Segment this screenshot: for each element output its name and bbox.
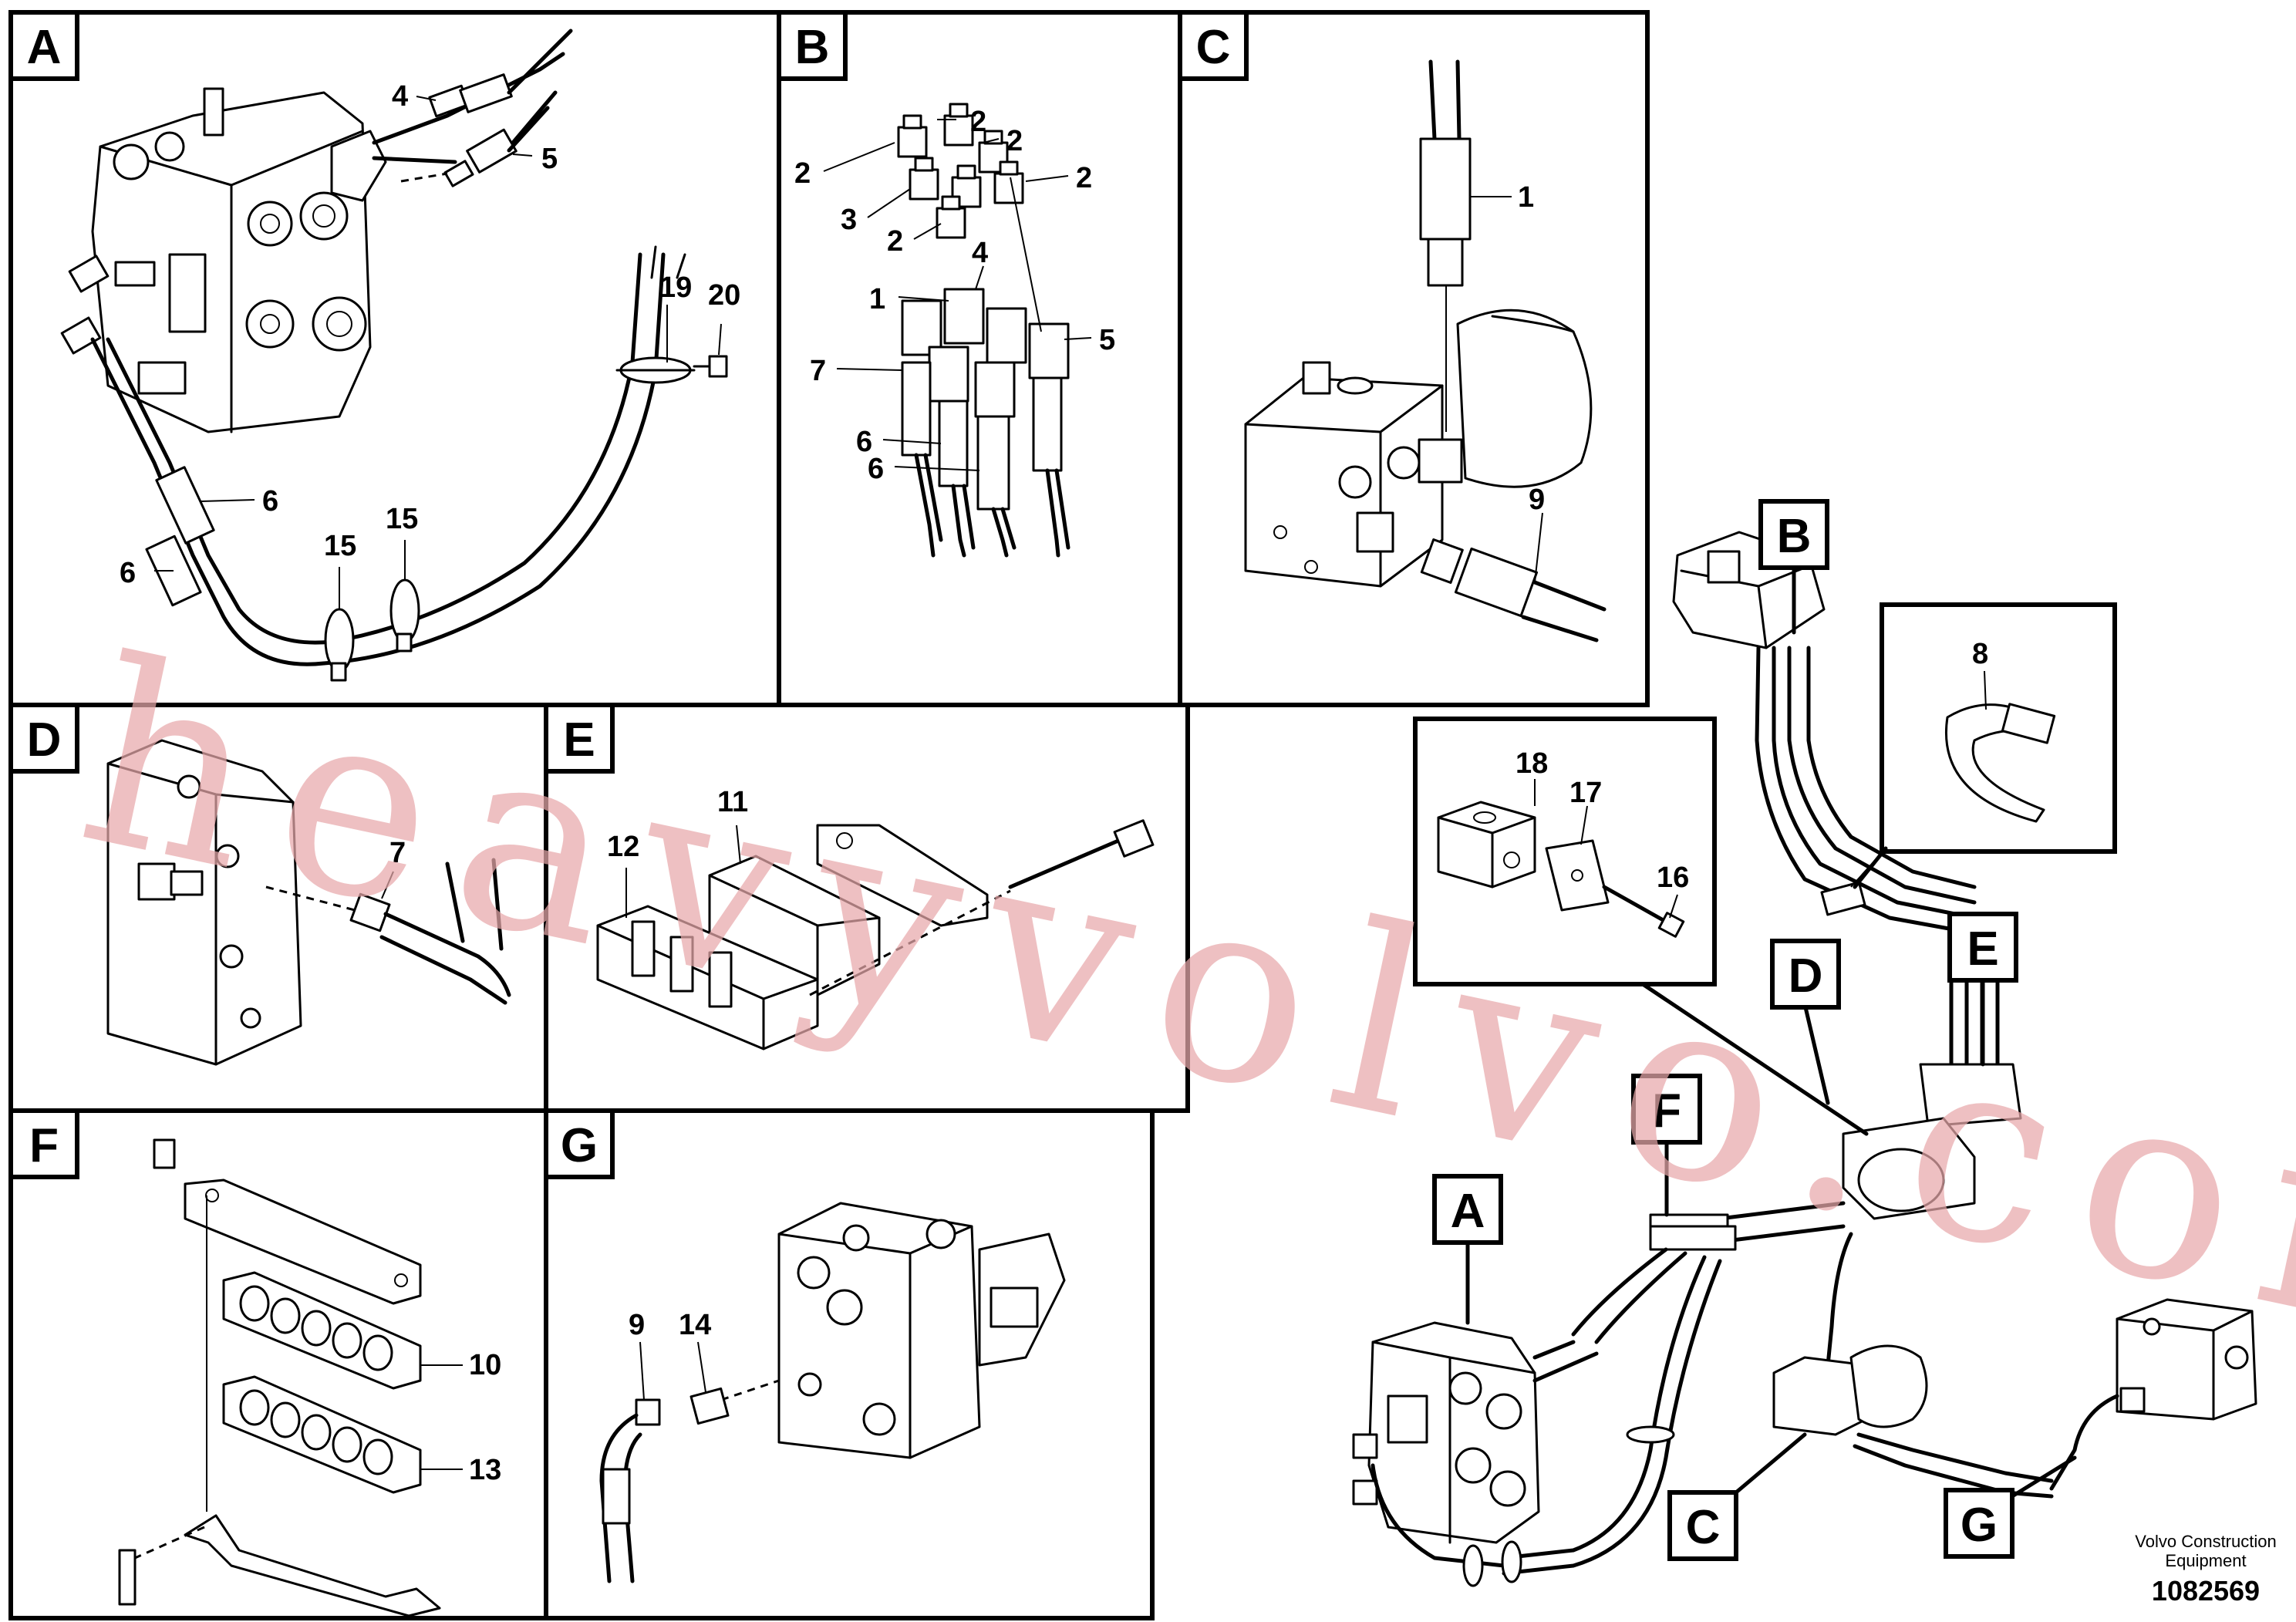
svg-text:F: F (29, 1119, 59, 1172)
svg-text:B: B (795, 21, 830, 74)
svg-text:15: 15 (386, 503, 418, 535)
svg-text:A: A (27, 21, 62, 74)
panel-label-d: D (8, 703, 79, 774)
overview-label-b: B (1758, 499, 1829, 635)
svg-text:G: G (561, 1119, 598, 1172)
svg-text:16: 16 (1657, 862, 1689, 894)
panel-label-c: C (1178, 10, 1249, 81)
svg-text:5: 5 (541, 143, 558, 175)
inset-strap-callouts: 8 (1972, 638, 1988, 670)
panel-e-drawing (596, 819, 1155, 1050)
panel-label-b: B (777, 10, 848, 81)
svg-text:2: 2 (970, 106, 986, 138)
svg-text:6: 6 (262, 485, 278, 518)
panel-c-callouts: 1 9 (1518, 181, 1545, 516)
svg-text:18: 18 (1515, 747, 1548, 780)
svg-text:2: 2 (1076, 162, 1092, 194)
panel-d-drawing (106, 739, 511, 1066)
svg-text:14: 14 (679, 1309, 711, 1341)
svg-text:2: 2 (794, 157, 811, 190)
panel-label-g: G (544, 1108, 615, 1179)
panel-b-frame (777, 10, 1182, 707)
overview-label-a: A (1432, 1174, 1503, 1325)
overview-label-c: C (1667, 1432, 1807, 1561)
svg-text:6: 6 (868, 453, 884, 485)
svg-text:4: 4 (392, 80, 408, 113)
svg-text:6: 6 (120, 557, 136, 589)
svg-text:E: E (1967, 922, 1998, 976)
svg-text:17: 17 (1569, 777, 1602, 809)
inset-strap-drawing (1945, 670, 2056, 823)
company-name-line1: Volvo Construction (2135, 1532, 2276, 1551)
svg-text:B: B (1777, 510, 1812, 563)
svg-text:5: 5 (1099, 324, 1115, 356)
svg-text:9: 9 (1529, 484, 1545, 516)
panel-label-e: E (544, 703, 615, 774)
svg-text:12: 12 (607, 831, 639, 863)
panel-g-callouts: 9 14 (629, 1309, 711, 1341)
panel-label-a: A (8, 10, 79, 81)
panel-b-drawing (823, 103, 1092, 558)
svg-text:11: 11 (717, 786, 748, 818)
inset-strap-leader (1853, 846, 1888, 889)
svg-text:D: D (27, 713, 62, 767)
svg-text:G: G (1961, 1499, 1998, 1552)
panel-a-callouts: 4 5 19 20 6 6 15 15 (120, 80, 740, 589)
panel-f-frame (8, 1108, 548, 1620)
svg-text:8: 8 (1972, 638, 1988, 670)
inset-block-callouts: 18 17 16 (1515, 747, 1689, 894)
panel-a-drawing (60, 29, 728, 682)
panel-g-drawing (599, 1202, 1066, 1583)
svg-text:D: D (1789, 949, 1823, 1003)
svg-text:9: 9 (629, 1309, 645, 1341)
svg-text:1: 1 (869, 283, 885, 315)
svg-text:C: C (1196, 21, 1231, 74)
svg-text:6: 6 (856, 426, 872, 458)
svg-text:1: 1 (1518, 181, 1534, 214)
panel-label-f: F (8, 1108, 79, 1179)
svg-text:7: 7 (810, 355, 826, 387)
panel-d-callouts: 7 (389, 837, 406, 869)
svg-text:2: 2 (1006, 125, 1023, 157)
svg-text:2: 2 (887, 225, 903, 258)
panel-f-drawing (118, 1138, 463, 1617)
inset-block-leader (1640, 982, 1869, 1136)
svg-text:15: 15 (324, 530, 356, 562)
overview-label-f: F (1631, 1074, 1702, 1217)
svg-text:19: 19 (659, 271, 692, 304)
overview-label-d: D (1770, 939, 1841, 1105)
company-name-line2: Equipment (2165, 1551, 2246, 1570)
overview-label-e: E (1947, 912, 2018, 1067)
inset-block-drawing (1437, 779, 1685, 938)
panel-b-callouts: 2 2 2 2 3 2 4 1 5 7 6 6 (794, 106, 1115, 485)
panel-f-callouts: 10 13 (469, 1349, 501, 1486)
panel-e-callouts: 11 12 (607, 786, 748, 863)
svg-text:F: F (1652, 1084, 1681, 1138)
panel-c-drawing (1244, 59, 1607, 642)
svg-text:A: A (1451, 1185, 1485, 1238)
footer: Volvo Construction Equipment 1082569 (2135, 1532, 2276, 1607)
overview-label-g: G (1944, 1455, 2077, 1559)
svg-text:20: 20 (708, 279, 740, 312)
svg-text:7: 7 (389, 837, 406, 869)
svg-text:13: 13 (469, 1454, 501, 1486)
drawing-number: 1082569 (2152, 1575, 2260, 1607)
svg-text:3: 3 (841, 204, 857, 236)
svg-text:E: E (563, 713, 595, 767)
svg-text:4: 4 (972, 237, 988, 269)
svg-text:C: C (1686, 1501, 1721, 1554)
svg-text:10: 10 (469, 1349, 501, 1381)
